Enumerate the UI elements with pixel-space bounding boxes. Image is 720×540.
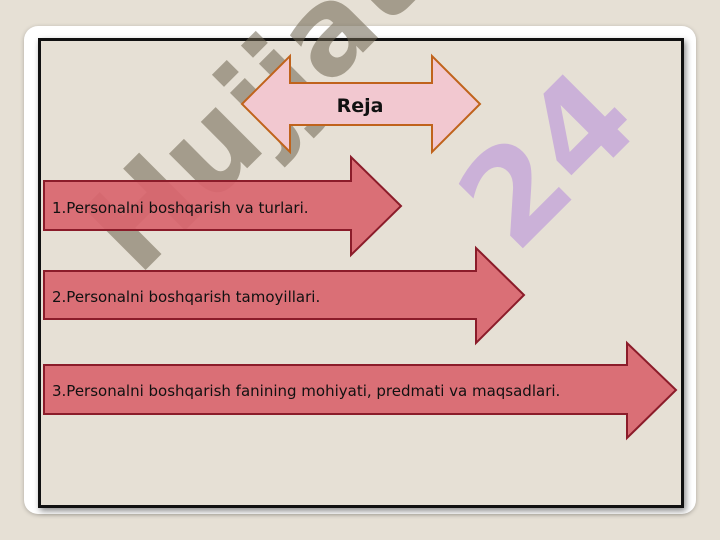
item-arrow-2 — [43, 245, 526, 346]
item-arrow-3 — [43, 340, 678, 441]
title-double-arrow — [240, 53, 482, 155]
item-arrow-1 — [43, 154, 403, 258]
plan-item-2: 2.Personalni boshqarish tamoyillari. — [52, 288, 321, 306]
plan-item-1: 1.Personalni boshqarish va turlari. — [52, 199, 309, 217]
plan-item-3: 3.Personalni boshqarish fanining mohiyat… — [52, 382, 561, 400]
slide-title: Reja — [336, 95, 384, 117]
